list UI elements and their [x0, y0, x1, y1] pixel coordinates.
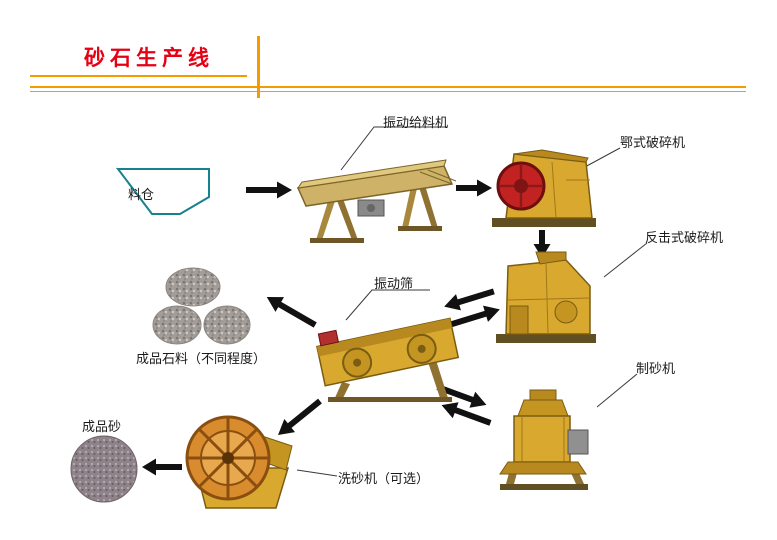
connector-feeder-label [340, 126, 447, 171]
label-connectors [296, 126, 648, 477]
arrow-washer-to-sand [142, 458, 182, 476]
flow-arrows [142, 179, 551, 476]
arrow-feeder-to-jaw-crusher [456, 179, 492, 197]
connector-sand-maker-label [596, 373, 638, 408]
label-silo: 料仓 [128, 187, 155, 202]
arrow-jaw-to-impact-crusher [533, 230, 551, 258]
label-vibrating-screen: 振动筛 [374, 276, 414, 291]
sand-maker-illustration [499, 389, 589, 490]
label-finished-stone: 成品石料（不同程度） [136, 351, 267, 366]
label-sand-maker: 制砂机 [636, 361, 676, 376]
connector-screen-label [345, 289, 430, 321]
arrow-screen-to-stone [266, 297, 317, 328]
label-impact-crusher: 反击式破碎机 [645, 230, 724, 245]
arrow-screen-to-sand-maker [436, 384, 487, 408]
silo-hopper-outline [115, 168, 210, 215]
label-jaw-crusher: 鄂式破碎机 [620, 135, 686, 150]
label-feeder: 振动给料机 [383, 115, 449, 130]
arrow-screen-to-impact [449, 305, 500, 328]
arrow-impact-to-screen [444, 288, 495, 311]
arrow-silo-to-feeder [246, 181, 292, 199]
arrow-screen-to-washer [278, 398, 322, 435]
title-underline [30, 75, 247, 77]
finished-stone-piles [152, 267, 251, 345]
arrow-sand-maker-to-screen [441, 402, 492, 426]
label-finished-sand: 成品砂 [82, 419, 122, 434]
page-title: 砂石生产线 [84, 47, 214, 70]
sand-washer-illustration [185, 415, 293, 509]
connector-impact-crusher-label [603, 242, 648, 278]
accent-rule-bottom [30, 91, 746, 92]
accent-vertical-bar [257, 36, 260, 98]
connector-jaw-crusher-label [582, 147, 621, 169]
feeder-illustration [296, 159, 457, 243]
label-sand-washer: 洗砂机（可选） [338, 471, 430, 486]
connector-sand-washer-label [296, 469, 338, 477]
vibrating-screen-illustration [316, 317, 460, 402]
jaw-crusher-illustration [492, 149, 596, 227]
accent-rule-top [30, 86, 746, 88]
finished-sand-pile [70, 435, 138, 503]
impact-crusher-illustration [496, 251, 596, 343]
